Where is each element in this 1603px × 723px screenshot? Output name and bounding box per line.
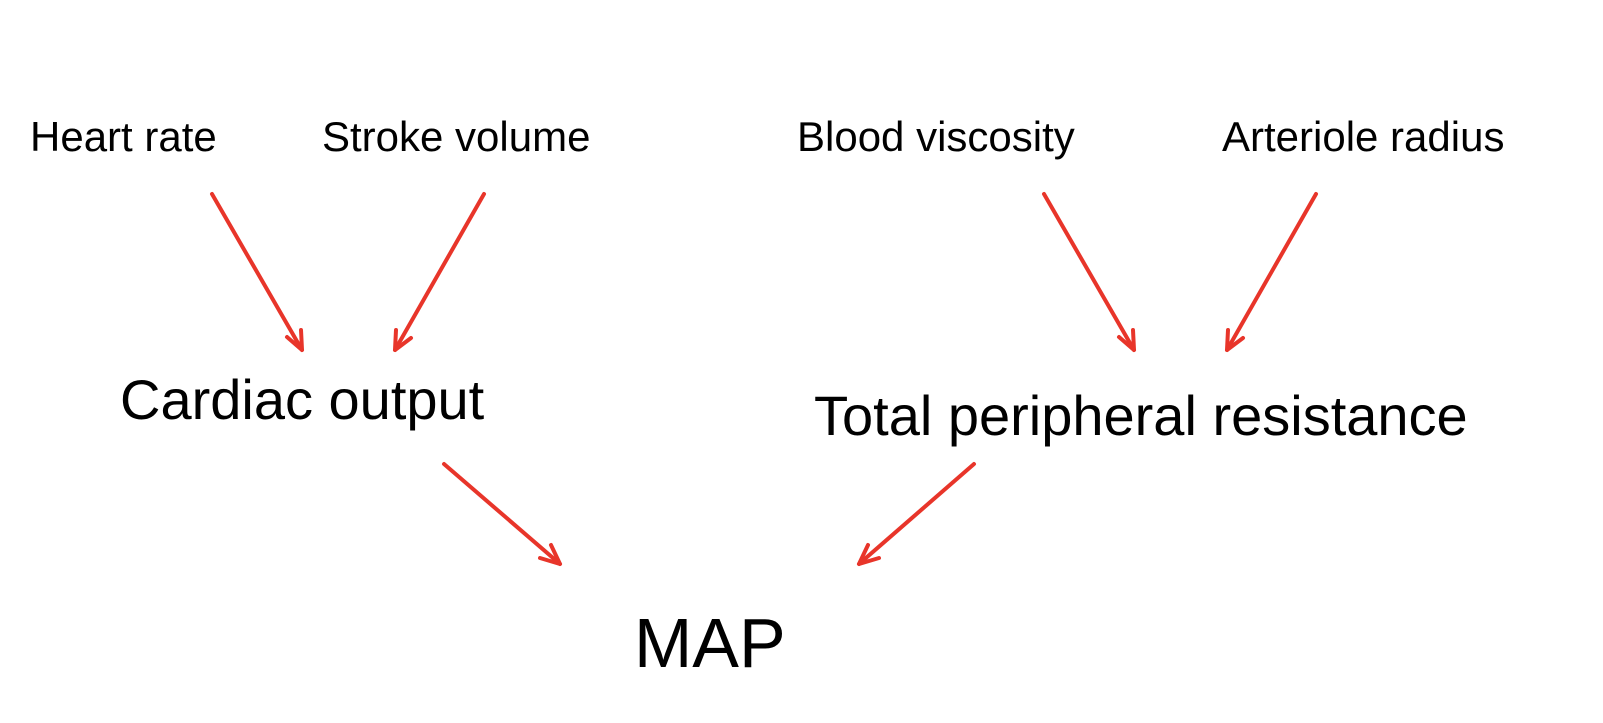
arrow-stroke-volume-to-cardiac-output (393, 192, 486, 352)
node-total-peripheral-resistance: Total peripheral resistance (814, 384, 1468, 447)
arrow-tpr-to-map (857, 462, 976, 566)
node-arteriole-radius: Arteriole radius (1222, 113, 1505, 160)
node-stroke-volume: Stroke volume (322, 113, 591, 160)
arrow-blood-viscosity-to-tpr (1042, 192, 1136, 352)
arrow-cardiac-output-to-map (442, 462, 562, 566)
node-map: MAP (634, 604, 786, 682)
node-blood-viscosity: Blood viscosity (797, 113, 1075, 160)
node-cardiac-output: Cardiac output (120, 368, 485, 431)
arrow-arteriole-radius-to-tpr (1225, 192, 1318, 352)
node-heart-rate: Heart rate (30, 113, 217, 160)
arrow-heart-rate-to-cardiac-output (210, 192, 304, 352)
